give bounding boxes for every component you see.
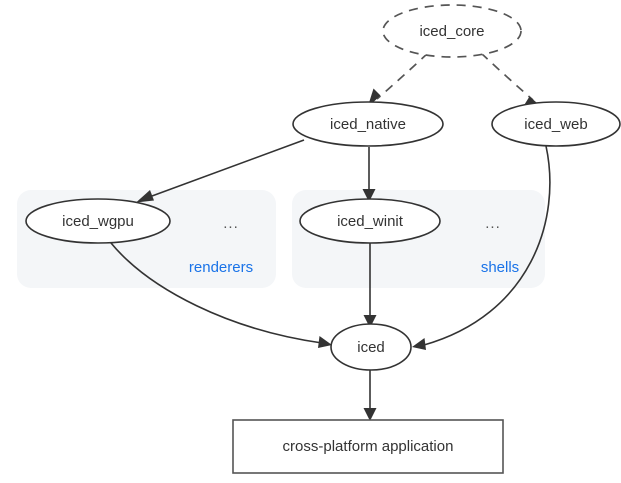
edge-wgpu-to-iced — [110, 242, 332, 348]
node-iced-label: iced — [357, 339, 385, 356]
edge-core-to-web-line — [480, 52, 534, 101]
edge-iced-to-application — [363, 370, 377, 421]
edge-web-to-iced — [412, 145, 551, 350]
node-iced-web[interactable]: iced_web — [491, 101, 621, 147]
node-iced-winit-label: iced_winit — [337, 213, 404, 230]
node-iced-web-shape[interactable] — [491, 101, 621, 147]
edge-core-to-native — [367, 52, 429, 108]
node-iced[interactable]: iced — [330, 323, 412, 371]
cluster-renderers-label: renderers — [189, 259, 253, 276]
node-application[interactable]: cross-platform application — [232, 419, 504, 474]
cluster-shells-label: shells — [481, 259, 519, 276]
node-iced-core-shape[interactable] — [382, 4, 522, 58]
edge-wgpu-to-iced-line — [110, 242, 323, 344]
edge-native-to-winit — [362, 147, 376, 202]
edge-core-to-native-line — [376, 52, 429, 100]
node-iced-native-shape[interactable] — [292, 101, 444, 147]
edge-wgpu-to-iced-arrowhead — [318, 336, 332, 348]
edge-winit-to-iced — [363, 243, 377, 328]
shells-ellipsis-marker: ... — [485, 215, 501, 232]
edge-web-to-iced-line — [423, 145, 551, 346]
node-iced-native[interactable]: iced_native — [292, 101, 444, 147]
edge-native-to-wgpu-arrowhead — [136, 190, 154, 203]
edge-winit-to-iced-arrowhead — [363, 315, 377, 328]
node-iced-core-label: iced_core — [419, 23, 484, 40]
edge-iced-to-application-arrowhead — [363, 408, 377, 421]
edge-native-to-wgpu — [136, 139, 305, 203]
node-iced-shape[interactable] — [330, 323, 412, 371]
node-iced-wgpu[interactable]: iced_wgpu — [25, 198, 171, 244]
node-iced-winit[interactable]: iced_winit — [299, 198, 441, 244]
edge-core-to-web — [480, 52, 544, 109]
edge-native-to-wgpu-line — [151, 139, 305, 197]
edge-native-to-winit-arrowhead — [362, 189, 376, 202]
node-iced-wgpu-shape[interactable] — [25, 198, 171, 244]
node-iced-wgpu-label: iced_wgpu — [62, 213, 134, 230]
edge-web-to-iced-arrowhead — [412, 338, 426, 350]
node-iced-core[interactable]: iced_core — [382, 4, 522, 58]
node-iced-winit-shape[interactable] — [299, 198, 441, 244]
renderers-ellipsis-marker: ... — [223, 215, 239, 232]
node-application-shape[interactable] — [232, 419, 504, 474]
node-iced-native-label: iced_native — [330, 116, 406, 133]
node-iced-web-label: iced_web — [524, 116, 587, 133]
node-application-label: cross-platform application — [283, 438, 454, 455]
